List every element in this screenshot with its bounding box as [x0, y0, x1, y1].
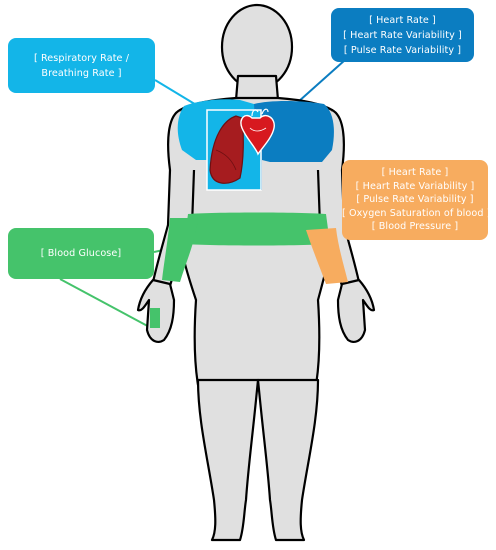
- neck: [234, 74, 280, 102]
- glucose-forearm-band: [162, 218, 198, 282]
- respiratory-line-1: [ Respiratory Rate /: [33, 52, 130, 64]
- wrist-line-2: [ Heart Rate Variability ]: [355, 180, 475, 192]
- right-hand: [336, 278, 376, 343]
- wrist-callout: [ Heart Rate ] [ Heart Rate Variability …: [342, 160, 491, 240]
- glucose-line-1: [ Blood Glucose]: [40, 248, 122, 259]
- wrist-line-1: [ Heart Rate ]: [381, 167, 449, 179]
- connector-respiratory: [154, 79, 199, 107]
- respiratory-callout: [ Respiratory Rate / Breathing Rate ]: [8, 38, 155, 93]
- heart-line-2: [ Heart Rate Variability ]: [343, 29, 462, 41]
- heart-icon: [240, 108, 275, 156]
- connector-glucose-hand: [59, 278, 156, 331]
- wrist-line-4: [ Oxygen Saturation of blood ]: [342, 207, 491, 219]
- glucose-waist-band: [184, 212, 330, 246]
- glucose-callout: [ Blood Glucose]: [8, 228, 154, 279]
- wrist-line-5: [ Blood Pressure ]: [371, 221, 459, 233]
- respiratory-line-2: Breathing Rate ]: [41, 67, 122, 79]
- heart-line-3: [ Pulse Rate Variability ]: [343, 44, 462, 56]
- heart-callout: [ Heart Rate ] [ Heart Rate Variability …: [331, 8, 474, 62]
- glucose-hand-patch: [150, 308, 160, 328]
- left-leg: [196, 378, 260, 542]
- lungs-icon: [209, 115, 244, 184]
- wrist-band: [306, 228, 348, 284]
- wrist-line-3: [ Pulse Rate Variability ]: [356, 194, 474, 206]
- heart-line-1: [ Heart Rate ]: [369, 14, 436, 26]
- right-leg: [256, 378, 320, 542]
- connector-heart: [297, 59, 346, 103]
